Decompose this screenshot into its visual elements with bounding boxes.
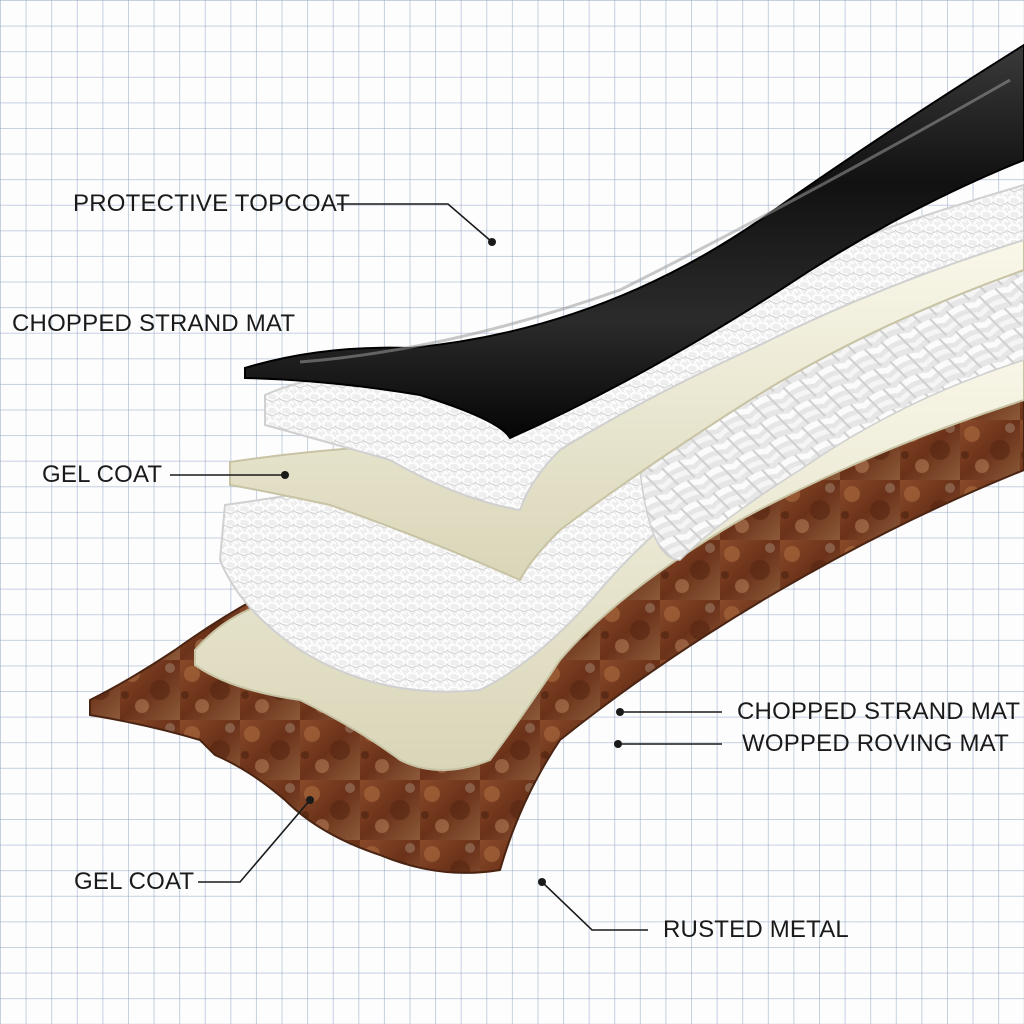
- leader-rusted-metal: [541, 881, 648, 931]
- label-gel-coat-top: GEL COAT: [42, 461, 163, 488]
- dot-chopped-strand-right: [616, 708, 624, 716]
- dot-rusted-metal: [538, 878, 546, 886]
- dot-gel-coat-top: [281, 471, 289, 479]
- label-rusted-metal: RUSTED METAL: [663, 916, 849, 943]
- label-protective-topcoat: PROTECTIVE TOPCOAT: [73, 190, 350, 217]
- dot-protective-topcoat: [488, 238, 496, 246]
- topcoat-highlight: [299, 78, 1011, 364]
- leader-protective-topcoat: [337, 203, 493, 243]
- leader-gel-coat-bottom: [198, 799, 311, 883]
- leader-dots: [281, 238, 624, 886]
- protective-topcoat-layer: [244, 43, 1024, 440]
- label-gel-coat-bottom: GEL COAT: [74, 868, 195, 895]
- dot-woven-roving: [614, 740, 622, 748]
- label-chopped-strand-mat-left: CHOPPED STRAND MAT: [12, 310, 296, 337]
- label-chopped-strand-mat-right: CHOPPED STRAND MAT: [737, 698, 1021, 725]
- label-woven-roving-mat: WOPPED ROVING MAT: [742, 730, 1009, 757]
- dot-gel-coat-bottom: [306, 796, 314, 804]
- leader-lines: [170, 203, 722, 931]
